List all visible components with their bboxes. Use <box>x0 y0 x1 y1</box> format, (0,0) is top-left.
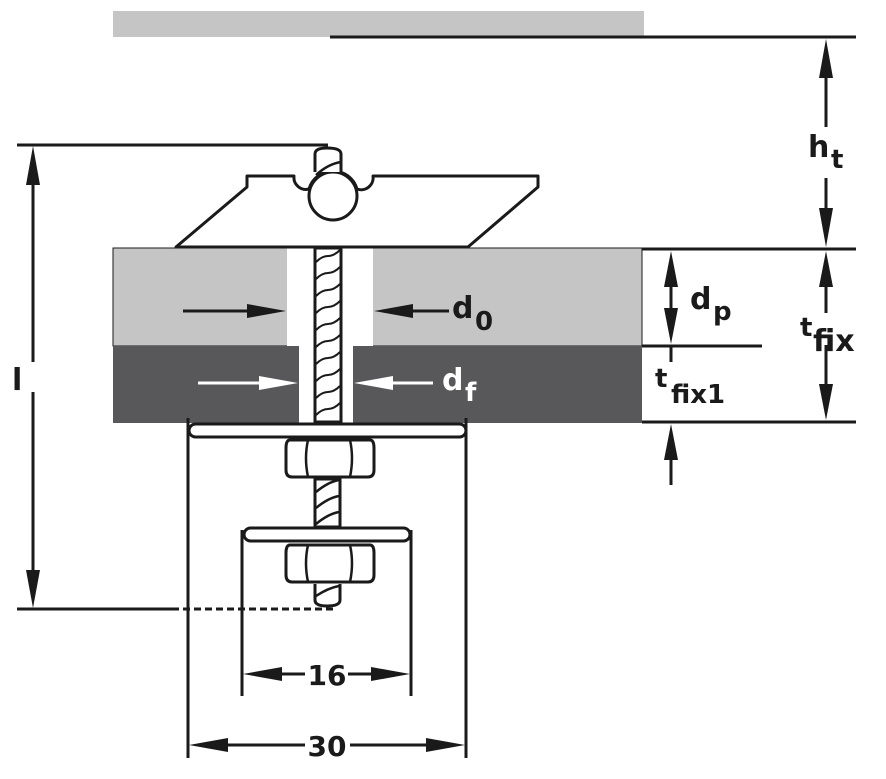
arrow-left <box>354 376 393 390</box>
thread-line <box>315 402 341 416</box>
thread-line <box>315 385 341 399</box>
arrow-right <box>426 738 465 752</box>
label-d0: d <box>452 291 473 326</box>
rod-thread <box>315 160 342 176</box>
dimension-30 <box>189 738 465 752</box>
thread-line <box>315 351 341 365</box>
label-16: 16 <box>308 659 347 692</box>
dimension-ht <box>819 39 833 247</box>
label-tfix-sub: fix <box>813 324 855 359</box>
base-material <box>112 247 643 347</box>
thread-line <box>315 368 341 382</box>
arrow-right <box>247 304 286 318</box>
arrow-left <box>374 304 413 318</box>
arrow-up <box>664 424 678 460</box>
lower-nut <box>284 543 376 584</box>
thread-line <box>315 266 341 280</box>
label-dp-sub: p <box>713 297 732 327</box>
arrow-left <box>243 667 282 681</box>
arrow-left <box>189 738 228 752</box>
dimension-l <box>26 146 40 608</box>
inner-washer <box>242 526 412 543</box>
label-df: d <box>442 363 463 398</box>
dimension-dp <box>664 251 678 362</box>
toggle-pivot <box>307 170 359 222</box>
top-member-band <box>113 11 644 37</box>
thread-line <box>315 334 341 348</box>
thread-line <box>315 283 341 297</box>
label-l: l <box>12 363 22 398</box>
dimension-d0 <box>183 304 449 318</box>
arrow-right <box>371 667 410 681</box>
rod-end <box>313 584 342 608</box>
rod-top-stub <box>313 146 343 172</box>
threaded-rod <box>313 246 343 424</box>
label-tfix: t <box>800 313 812 343</box>
outer-washer <box>187 422 468 439</box>
thread-line <box>315 300 341 314</box>
arrow-up <box>26 146 40 185</box>
toggle-wing <box>174 169 540 249</box>
arrow-right <box>259 376 298 390</box>
label-ht-sub: t <box>831 145 843 175</box>
arrow-down <box>664 308 678 344</box>
thread-line <box>315 317 341 331</box>
label-tfix1-sub: fix1 <box>671 380 725 410</box>
label-df-sub: f <box>465 378 477 408</box>
dimension-16 <box>243 667 410 681</box>
dimension-tfix1 <box>664 424 678 485</box>
dimension-tfix <box>819 251 833 420</box>
arrow-down <box>26 570 40 608</box>
label-30: 30 <box>308 730 347 763</box>
label-tfix1: t <box>655 364 667 394</box>
label-dp: d <box>690 282 711 317</box>
arrow-up <box>819 39 833 78</box>
dimension-df <box>198 376 433 390</box>
arrow-up <box>819 251 833 287</box>
rod-middle <box>313 477 342 529</box>
upper-nut <box>284 438 376 479</box>
arrow-down <box>819 384 833 420</box>
arrow-down <box>819 208 833 247</box>
thread-line <box>315 249 341 263</box>
arrow-up <box>664 251 678 287</box>
label-ht: h <box>808 130 829 165</box>
label-d0-sub: 0 <box>475 307 493 337</box>
